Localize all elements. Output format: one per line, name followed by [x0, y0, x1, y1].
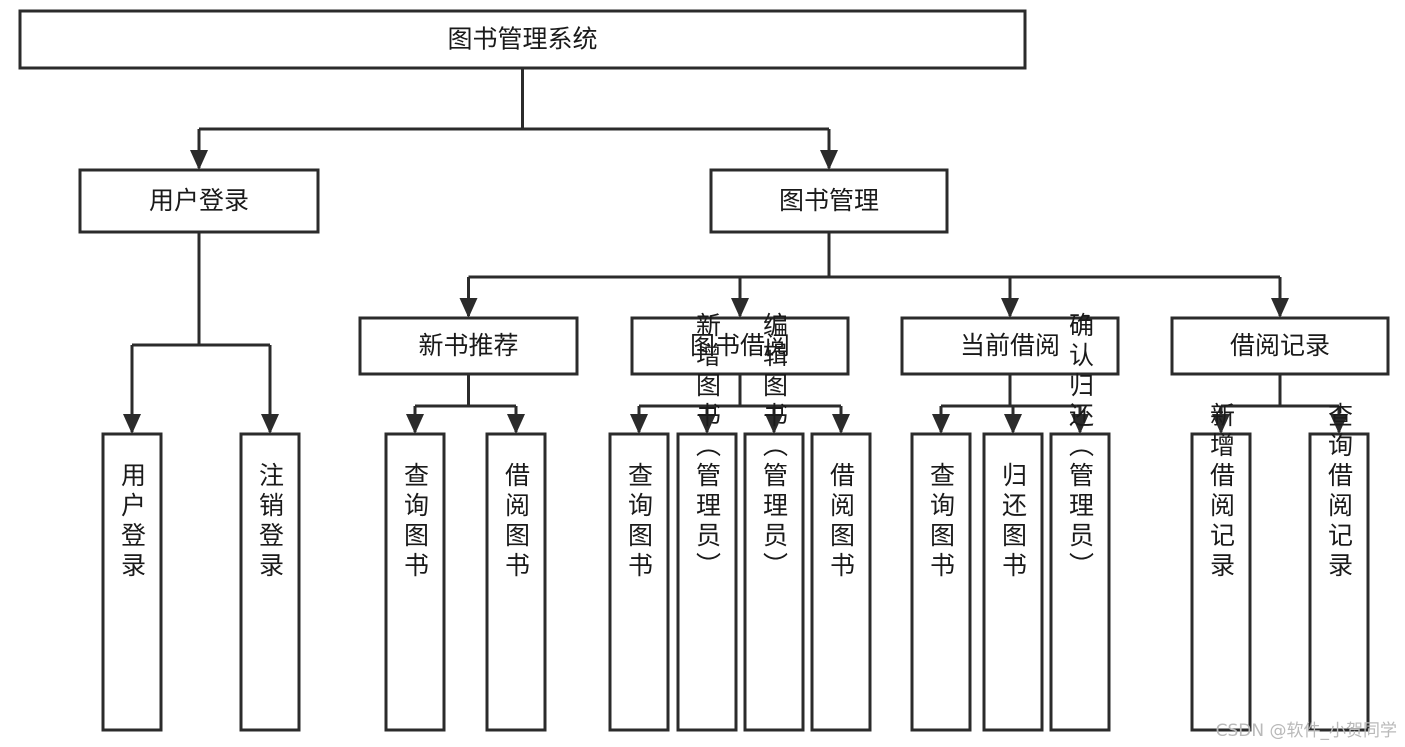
node-leaf-add-record[interactable]: 新增借阅记录 [1190, 402, 1252, 732]
node-box [358, 316, 579, 376]
node-box [485, 432, 547, 732]
node-box [676, 432, 738, 732]
node-root[interactable]: 图书管理系统 [18, 9, 1027, 70]
node-box [630, 316, 850, 376]
node-leaf-query-book-rec[interactable]: 查询图书 [384, 432, 446, 732]
node-label: 借阅图书 [502, 462, 531, 582]
node-book-borrow[interactable]: 图书借阅 [630, 316, 850, 376]
node-book-manage[interactable]: 图书管理 [709, 168, 949, 234]
node-label: 确认归还（管理员） [1066, 312, 1095, 582]
node-label: 图书借阅 [690, 331, 790, 360]
node-box [1170, 316, 1390, 376]
node-label: 用户登录 [149, 186, 249, 215]
node-box [982, 432, 1044, 732]
node-box [1308, 432, 1370, 732]
node-label: 查询图书 [625, 462, 654, 582]
node-leaf-borrow-book-rec[interactable]: 借阅图书 [485, 432, 547, 732]
node-leaf-add-book[interactable]: 新增图书（管理员） [676, 312, 738, 732]
node-current-borrow[interactable]: 当前借阅 [900, 316, 1120, 376]
node-box [78, 168, 320, 234]
node-label: 新增借阅记录 [1207, 402, 1236, 582]
node-label: 图书管理系统 [447, 25, 597, 54]
node-label: 当前借阅 [960, 331, 1060, 360]
node-leaf-logout[interactable]: 注销登录 [239, 432, 301, 732]
watermark-text: CSDN @软件_小贺同学 [1215, 721, 1397, 741]
node-box [810, 432, 872, 732]
node-label: 新增图书（管理员） [693, 312, 722, 582]
node-label: 归还图书 [999, 462, 1028, 582]
node-box [18, 9, 1027, 70]
node-leaf-borrow-book[interactable]: 借阅图书 [810, 432, 872, 732]
node-leaf-query-book-borrow[interactable]: 查询图书 [608, 432, 670, 732]
node-leaf-confirm-return[interactable]: 确认归还（管理员） [1049, 312, 1111, 732]
node-box [1190, 432, 1252, 732]
node-box [910, 432, 972, 732]
node-borrow-record[interactable]: 借阅记录 [1170, 316, 1390, 376]
node-box [239, 432, 301, 732]
node-label: 借阅图书 [827, 462, 856, 582]
nodes-layer: 图书管理系统用户登录图书管理新书推荐图书借阅当前借阅借阅记录用户登录注销登录查询… [18, 9, 1390, 732]
node-leaf-query-record[interactable]: 查询借阅记录 [1308, 402, 1370, 732]
node-label: 图书管理 [779, 186, 879, 215]
node-label: 用户登录 [118, 462, 147, 582]
node-label: 查询图书 [927, 462, 956, 582]
node-leaf-edit-book[interactable]: 编辑图书（管理员） [743, 312, 805, 732]
node-leaf-user-login[interactable]: 用户登录 [101, 432, 163, 732]
node-box [608, 432, 670, 732]
node-label: 查询借阅记录 [1325, 402, 1354, 582]
node-leaf-return-book[interactable]: 归还图书 [982, 432, 1044, 732]
node-label: 借阅记录 [1230, 331, 1330, 360]
node-label: 新书推荐 [418, 331, 518, 360]
node-box [709, 168, 949, 234]
node-box [743, 432, 805, 732]
node-box [900, 316, 1120, 376]
node-label: 查询图书 [401, 462, 430, 582]
connectors-layer [123, 68, 1348, 434]
node-label: 编辑图书（管理员） [760, 312, 789, 582]
node-label: 注销登录 [256, 462, 285, 582]
node-user-login[interactable]: 用户登录 [78, 168, 320, 234]
node-box [1049, 432, 1111, 732]
node-box [384, 432, 446, 732]
node-leaf-query-book-current[interactable]: 查询图书 [910, 432, 972, 732]
node-new-book-rec[interactable]: 新书推荐 [358, 316, 579, 376]
node-box [101, 432, 163, 732]
